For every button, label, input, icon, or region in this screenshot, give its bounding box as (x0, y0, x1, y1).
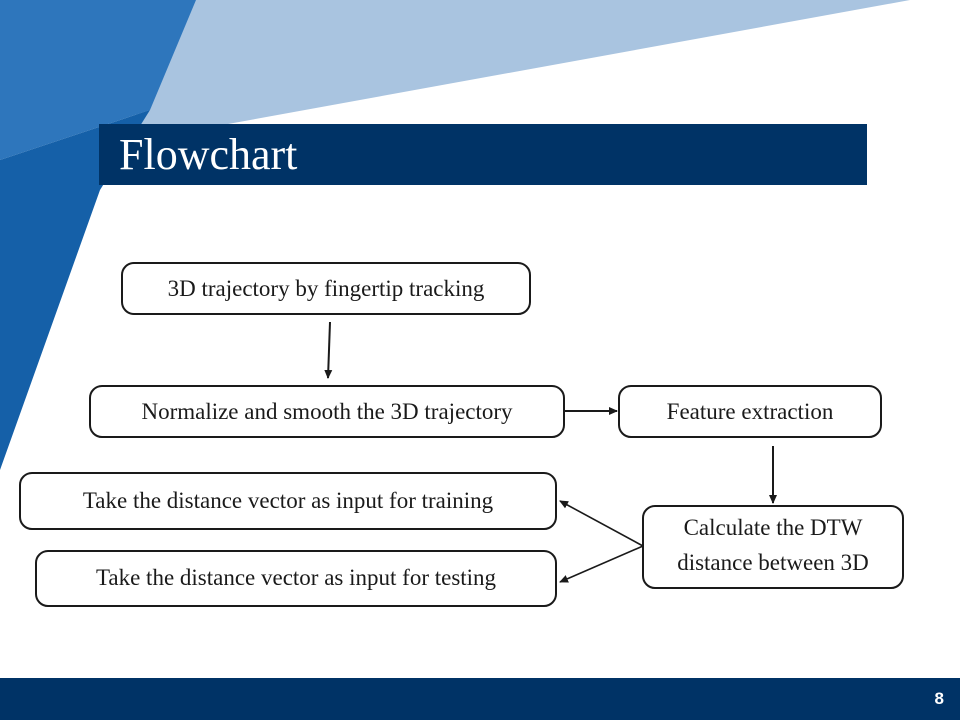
mid-blue-wedge (0, 0, 196, 160)
node-feature-label: Feature extraction (667, 399, 834, 424)
node-testing: Take the distance vector as input for te… (35, 550, 557, 607)
node-trajectory: 3D trajectory by fingertip tracking (121, 262, 531, 315)
arrow-dtw-to-training (559, 500, 644, 547)
footer-bar: 8 (0, 678, 960, 720)
node-feature-extraction: Feature extraction (618, 385, 882, 438)
node-normalize-label: Normalize and smooth the 3D trajectory (141, 399, 513, 424)
arrow-dtw-to-testing (559, 545, 644, 583)
node-training: Take the distance vector as input for tr… (19, 472, 557, 530)
title-bar: Flowchart (99, 124, 867, 185)
node-training-label: Take the distance vector as input for tr… (83, 488, 494, 513)
node-dtw-label-line2: distance between 3D (677, 550, 869, 575)
node-dtw: Calculate the DTW distance between 3D (642, 505, 904, 589)
node-trajectory-label: 3D trajectory by fingertip tracking (168, 276, 485, 301)
dark-blue-wedge (0, 110, 150, 470)
light-blue-wedge (120, 0, 910, 140)
node-testing-label: Take the distance vector as input for te… (96, 565, 497, 590)
slide-title: Flowchart (119, 130, 298, 179)
node-normalize: Normalize and smooth the 3D trajectory (89, 385, 565, 438)
page-number: 8 (934, 689, 944, 708)
node-dtw-label-line1: Calculate the DTW (684, 515, 863, 540)
arrow-trajectory-to-normalize (324, 321, 333, 379)
